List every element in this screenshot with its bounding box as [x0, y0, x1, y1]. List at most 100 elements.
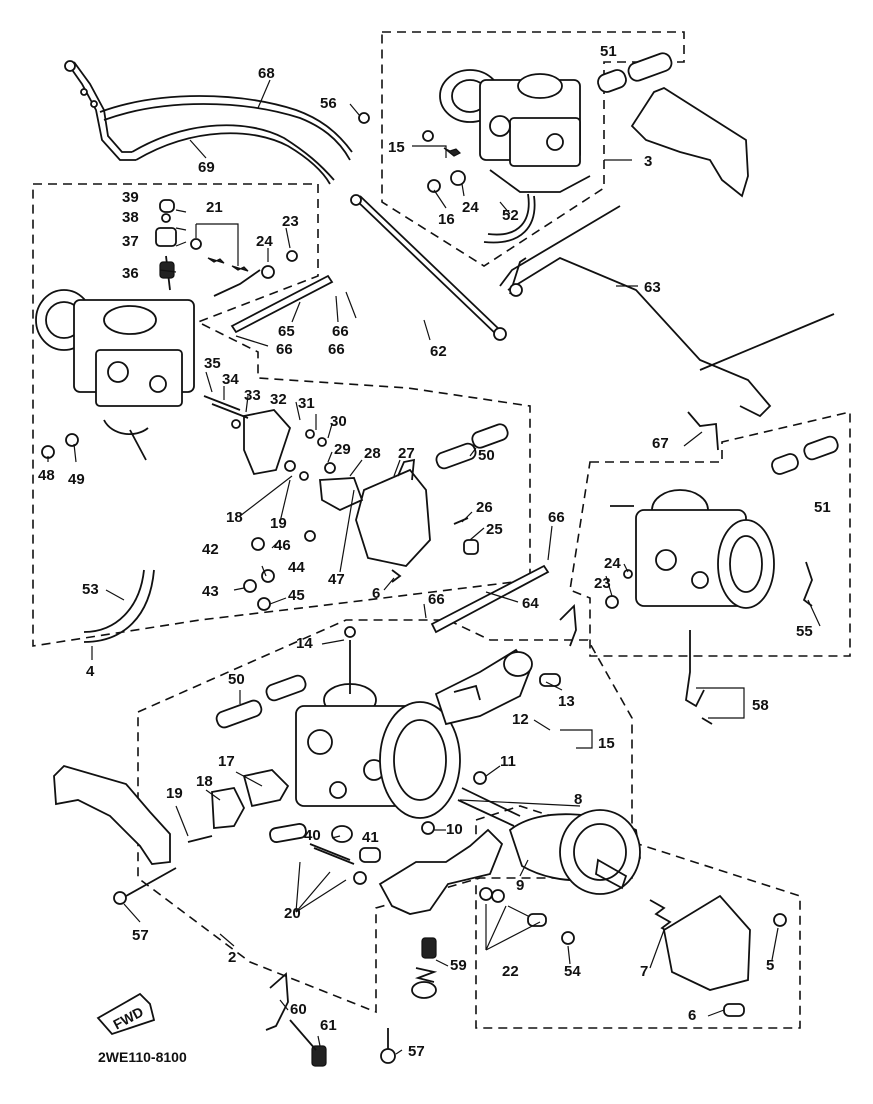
callout-66: 66: [428, 591, 445, 608]
callout-63: 63: [644, 279, 661, 296]
callout-61: 61: [320, 1017, 337, 1034]
callout-58: 58: [752, 697, 769, 714]
callout-24: 24: [462, 199, 479, 216]
callout-15: 15: [388, 139, 405, 156]
rod-64: [430, 564, 550, 634]
carburetor-middle: [203, 395, 509, 611]
callout-30: 30: [330, 413, 347, 430]
callout-25: 25: [486, 521, 503, 538]
callout-55: 55: [796, 623, 813, 640]
callout-66: 66: [548, 509, 565, 526]
callout-6: 6: [372, 585, 380, 602]
fuel-hoses: [64, 60, 353, 185]
callout-19: 19: [270, 515, 287, 532]
callout-67: 67: [652, 435, 669, 452]
cover-6: [662, 894, 751, 991]
callout-44: 44: [288, 559, 305, 576]
drawing-code: 2WE110-8100: [98, 1049, 187, 1065]
callout-66: 66: [332, 323, 349, 340]
callout-13: 13: [558, 693, 575, 710]
callout-41: 41: [362, 829, 379, 846]
rod-65: [230, 274, 334, 334]
callout-69: 69: [198, 159, 215, 176]
callout-28: 28: [364, 445, 381, 462]
callout-18: 18: [226, 509, 243, 526]
callout-labels: 68 69 56 51 15 3 16 24 52 39 38 37 36 21…: [38, 43, 831, 1060]
callout-24: 24: [256, 233, 273, 250]
hose-69: [131, 124, 335, 181]
callout-14: 14: [296, 635, 313, 652]
callout-21: 21: [206, 199, 223, 216]
group-4-boundary: [32, 183, 531, 647]
callout-10: 10: [446, 821, 463, 838]
callout-65: 65: [278, 323, 295, 340]
callout-12: 12: [512, 711, 529, 728]
callout-59: 59: [450, 957, 467, 974]
callout-8: 8: [574, 791, 582, 808]
callout-42: 42: [202, 541, 219, 558]
callout-38: 38: [122, 209, 139, 226]
callout-23: 23: [282, 213, 299, 230]
callout-39: 39: [122, 189, 139, 206]
callout-24: 24: [604, 555, 621, 572]
callout-33: 33: [244, 387, 261, 404]
hose-68: [99, 95, 353, 153]
callout-60: 60: [290, 1001, 307, 1018]
group-3-boundary: [381, 31, 685, 267]
callout-56: 56: [320, 95, 337, 112]
carburetor-top: [358, 52, 749, 244]
callout-50: 50: [478, 447, 495, 464]
callout-2: 2: [228, 949, 236, 966]
callout-68: 68: [258, 65, 275, 82]
callout-45: 45: [288, 587, 305, 604]
callout-27: 27: [398, 445, 415, 462]
callout-6: 6: [688, 1007, 696, 1024]
callout-15: 15: [598, 735, 615, 752]
callout-53: 53: [82, 581, 99, 598]
callout-36: 36: [122, 265, 139, 282]
callout-23: 23: [594, 575, 611, 592]
drain-tube-53: [83, 569, 145, 633]
callout-62: 62: [430, 343, 447, 360]
callout-17: 17: [218, 753, 235, 770]
callout-49: 49: [68, 471, 85, 488]
group-right-boundary: [569, 410, 851, 657]
group-8-boundary: [475, 805, 801, 1029]
callout-22: 22: [502, 963, 519, 980]
callout-46: 46: [274, 537, 291, 554]
rod-62: [355, 195, 503, 337]
callout-47: 47: [328, 571, 345, 588]
carburetor-left: [35, 199, 298, 643]
callout-18: 18: [196, 773, 213, 790]
callout-43: 43: [202, 583, 219, 600]
linkages: [213, 194, 835, 634]
callout-9: 9: [516, 877, 524, 894]
callout-32: 32: [270, 391, 287, 408]
front-direction-marker: FWD: [96, 992, 156, 1036]
callout-29: 29: [334, 441, 351, 458]
callout-66: 66: [328, 341, 345, 358]
callout-34: 34: [222, 371, 239, 388]
callout-52: 52: [502, 207, 519, 224]
callout-11: 11: [500, 753, 516, 770]
float-bowl-27: [355, 468, 431, 567]
leader-lines: [47, 79, 821, 1055]
carburetor-right: [559, 411, 839, 725]
callout-64: 64: [522, 595, 539, 612]
callout-51: 51: [814, 499, 831, 516]
callout-19: 19: [166, 785, 183, 802]
bracket-top-right: [630, 86, 749, 198]
callout-16: 16: [438, 211, 455, 228]
callout-48: 48: [38, 467, 55, 484]
drain-tube-52: [487, 193, 530, 236]
callout-50: 50: [228, 671, 245, 688]
callout-57: 57: [132, 927, 149, 944]
callout-20: 20: [284, 905, 301, 922]
callout-31: 31: [298, 395, 315, 412]
rod-63: [507, 256, 772, 418]
callout-3: 3: [644, 153, 652, 170]
carburetor-bottom: [53, 626, 787, 1067]
callout-57: 57: [408, 1043, 425, 1060]
callout-54: 54: [564, 963, 581, 980]
